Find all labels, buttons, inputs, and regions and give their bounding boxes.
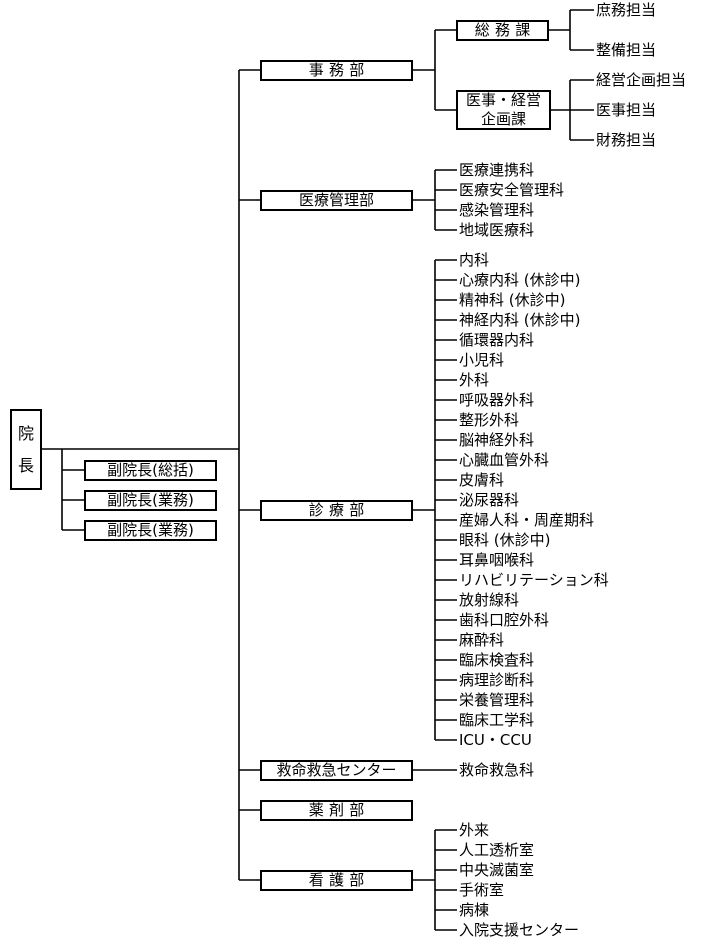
unit-label-kyumei: 救命救急科 [459, 761, 535, 779]
vice-director-box: 副院長(総括) [84, 460, 217, 481]
unit-label-kango: 手術室 [459, 881, 505, 899]
unit-label-shinryo: 臨床工学科 [459, 711, 535, 729]
unit-label-kango: 中央滅菌室 [459, 861, 535, 879]
unit-label-shinryo: 麻酔科 [459, 631, 505, 649]
unit-label-shinryo: 内科 [459, 251, 490, 269]
unit-label-shinryo: 病理診断科 [459, 671, 535, 689]
unit-label-shinryo: 整形外科 [459, 411, 520, 429]
unit-label-shinryo: 産婦人科・周産期科 [459, 511, 595, 529]
unit-label-iji: 財務担当 [596, 131, 657, 149]
dept-box-kango: 看護部 [260, 870, 413, 891]
unit-label-kango: 病棟 [459, 901, 490, 919]
unit-label-shinryo: 放射線科 [459, 591, 520, 609]
vice-director-label: 副院長(総括) [107, 461, 194, 479]
unit-label-kango: 外来 [459, 821, 490, 839]
director-label-bottom: 長 [17, 456, 34, 476]
unit-label-shinryo: 泌尿器科 [459, 491, 520, 509]
unit-label-iji: 経営企画担当 [596, 71, 687, 89]
unit-label-shinryo: 心療内科 (休診中) [459, 271, 581, 289]
dept-box-jimu: 事務部 [260, 60, 413, 81]
section-label: 総務課 [474, 21, 536, 39]
unit-label-shinryo: 循環器内科 [459, 331, 535, 349]
unit-label-shinryo: 臨床検査科 [459, 651, 535, 669]
unit-label-shinryo: 栄養管理科 [459, 691, 535, 709]
unit-label-shinryo: 心臓血管外科 [459, 451, 550, 469]
unit-label-kango: 入院支援センター [459, 921, 580, 939]
unit-label-iryo-kanri: 医療安全管理科 [459, 181, 565, 199]
unit-label-shinryo: 外科 [459, 371, 490, 389]
unit-label-shinryo: 皮膚科 [459, 471, 505, 489]
vice-director-label: 副院長(業務) [107, 491, 194, 509]
unit-label-somu: 整備担当 [596, 41, 657, 59]
unit-label-shinryo: ICU・CCU [459, 731, 532, 749]
unit-label-shinryo: 神経内科 (休診中) [459, 311, 581, 329]
dept-box-yakuzai: 薬剤部 [260, 800, 413, 821]
unit-label-shinryo: 歯科口腔外科 [459, 611, 550, 629]
unit-label-kango: 人工透析室 [459, 841, 535, 859]
dept-label: 診療部 [308, 501, 370, 519]
unit-label-shinryo: 呼吸器外科 [459, 391, 535, 409]
vice-director-box: 副院長(業務) [84, 520, 217, 541]
unit-label-somu: 庶務担当 [596, 1, 657, 19]
unit-label-shinryo: 小児科 [459, 351, 505, 369]
dept-box-shinryo: 診療部 [260, 500, 413, 521]
dept-label: 薬剤部 [308, 801, 370, 819]
section-box-somu: 総務課 [456, 20, 549, 41]
dept-box-iryo-kanri: 医療管理部 [260, 190, 413, 211]
section-box-iji-keiei: 医事・経営 企画課 [456, 90, 551, 130]
dept-label: 事務部 [308, 61, 370, 79]
director-box: 院 長 [10, 409, 42, 490]
vice-director-box: 副院長(業務) [84, 490, 217, 511]
director-label-top: 院 [17, 423, 34, 443]
dept-box-kyumei-center: 救命救急センター [260, 760, 413, 781]
unit-label-shinryo: 精神科 (休診中) [459, 291, 566, 309]
unit-label-iryo-kanri: 感染管理科 [459, 201, 535, 219]
vice-director-label: 副院長(業務) [107, 521, 194, 539]
unit-label-iryo-kanri: 医療連携科 [459, 161, 535, 179]
dept-label: 医療管理部 [298, 191, 374, 209]
unit-label-shinryo: 眼科 (休診中) [459, 531, 551, 549]
unit-label-shinryo: 耳鼻咽喉科 [459, 551, 535, 569]
unit-label-shinryo: リハビリテーション科 [459, 571, 609, 589]
unit-label-shinryo: 脳神経外科 [459, 431, 535, 449]
dept-label: 看護部 [308, 871, 370, 889]
unit-label-iji: 医事担当 [596, 101, 657, 119]
section-label-line1: 医事・経営 [465, 91, 541, 109]
unit-label-iryo-kanri: 地域医療科 [459, 221, 535, 239]
section-label-line2: 企画課 [480, 110, 526, 128]
dept-label: 救命救急センター [276, 761, 397, 779]
